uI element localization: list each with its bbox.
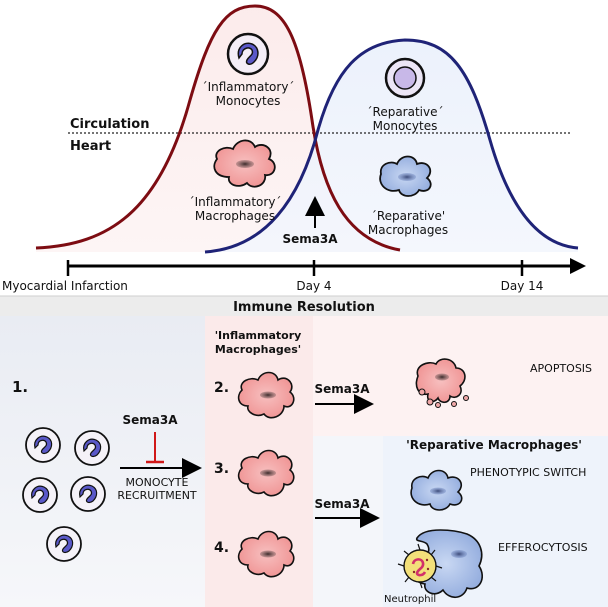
reparative-monocytes-line1: ´Reparative´	[367, 105, 444, 119]
monocyte-icon	[74, 430, 110, 466]
reparative-macrophage-icon	[410, 469, 463, 511]
inflammatory-monocytes-line1: ´Inflammatory´	[202, 80, 295, 94]
inflammatory-macrophage-icon	[237, 371, 295, 419]
monocyte-icon	[70, 476, 106, 512]
apoptosis-label: APOPTOSIS	[530, 362, 592, 375]
top-panel: Circulation Heart ´Inflammatory´ Monocyt…	[2, 4, 586, 293]
reparative-monocytes-line2: Monocytes	[373, 119, 438, 133]
circulation-label: Circulation	[70, 117, 149, 132]
monocyte-icon	[25, 427, 61, 463]
bottom-panel: Immune Resolution 1.	[0, 295, 608, 607]
reparative-curve-fill	[205, 40, 578, 252]
immune-resolution-band	[0, 296, 608, 316]
inflammatory-macrophages-line1: ´Inflammatory´	[189, 195, 282, 209]
sema3a-inhibit-label: Sema3A	[122, 413, 178, 427]
step3-label: 3.	[214, 461, 229, 477]
recruitment-label-line1: MONOCYTE	[126, 476, 189, 489]
inflammatory-monocytes-line2: Monocytes	[216, 94, 281, 108]
inflammatory-macrophages-line2: Macrophages	[195, 209, 275, 223]
monocyte-icon	[46, 526, 82, 562]
step1-label: 1.	[12, 378, 28, 396]
right-bottom-left-bg	[313, 436, 383, 607]
inflammatory-macrophage-icon	[213, 139, 276, 188]
apoptotic-macrophage-icon	[415, 358, 469, 408]
inflammatory-macrophage-icon	[237, 530, 295, 578]
recruitment-label-line2: RECRUITMENT	[117, 489, 197, 502]
efferocytosis-label: EFFEROCYTOSIS	[498, 541, 588, 554]
sema3a-top-label: Sema3A	[282, 232, 338, 246]
neutrophil-icon	[397, 543, 443, 589]
neutrophil-label: Neutrophil	[384, 594, 436, 605]
inflammatory-monocyte-icon	[226, 32, 270, 76]
timeline-start-label: Myocardial Infarction	[2, 279, 128, 293]
reparative-curve	[204, 38, 579, 254]
sema3a-arrow2-label: Sema3A	[314, 497, 370, 511]
sema3a-arrow1-label: Sema3A	[314, 382, 370, 396]
step4-label: 4.	[214, 540, 229, 556]
reparative-macrophages-line2: Macrophages	[368, 223, 448, 237]
reparative-monocyte-icon	[384, 57, 426, 99]
inflammatory-macrophage-icon	[237, 449, 295, 497]
immune-resolution-title: Immune Resolution	[233, 300, 375, 315]
inflammatory-macrophages-header-line1: 'Inflammatory	[215, 329, 302, 342]
phenotypic-switch-label: PHENOTYPIC SWITCH	[470, 466, 586, 479]
timeline-day14-label: Day 14	[501, 279, 544, 293]
timeline-arrowhead	[570, 258, 586, 274]
reparative-macrophage-icon	[379, 155, 432, 197]
reparative-macrophages-line1: ´Reparative'	[371, 209, 445, 223]
heart-label: Heart	[70, 139, 111, 154]
monocyte-icon	[22, 477, 58, 513]
timeline-day4-label: Day 4	[296, 279, 331, 293]
step2-label: 2.	[214, 380, 229, 396]
inflammatory-curve	[35, 4, 401, 252]
inflammatory-macrophages-header-line2: Macrophages'	[215, 343, 301, 356]
reparative-macrophages-header: 'Reparative Macrophages'	[406, 438, 582, 452]
monocyte-cluster	[22, 427, 110, 562]
